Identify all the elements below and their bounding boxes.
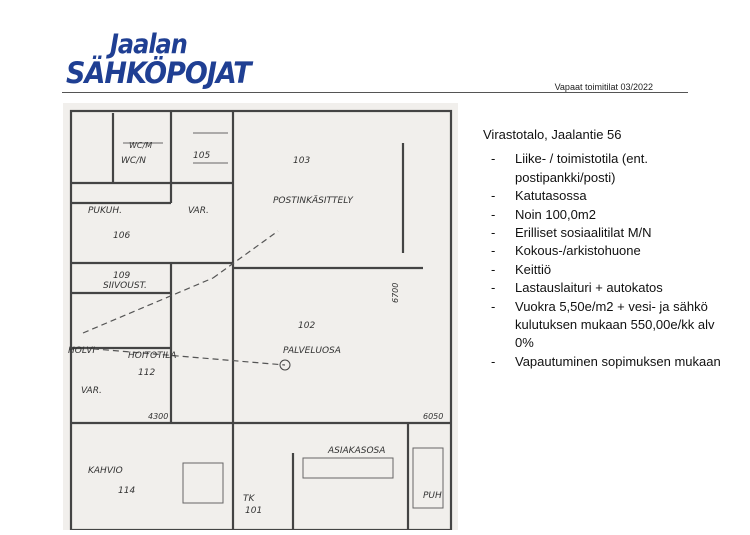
- room-label: PUH: [423, 491, 442, 501]
- list-item: Liike- / toimistotila (ent. postipankki/…: [483, 150, 733, 187]
- room-label: WC/M: [129, 141, 152, 150]
- list-item: Keittiö: [483, 261, 733, 280]
- header-text: Vapaat toimitilat 03/2022: [554, 82, 653, 92]
- dimension-label: 4300: [148, 412, 168, 421]
- room-label: TK: [243, 494, 255, 504]
- room-label: 102: [298, 321, 315, 331]
- logo-line2: SÄHKÖPOJAT: [66, 56, 252, 91]
- room-label: 112: [138, 368, 155, 378]
- room-label: 106: [113, 231, 130, 241]
- room-label: 101: [245, 506, 262, 516]
- room-label: 109: [113, 271, 130, 281]
- room-label: 105: [193, 151, 210, 161]
- list-item: Katutasossa: [483, 187, 733, 206]
- room-label: SIIVOUST.: [103, 281, 147, 291]
- feature-list: Liike- / toimistotila (ent. postipankki/…: [483, 150, 733, 371]
- list-item: Vuokra 5,50e/m2 + vesi- ja sähkö kulutuk…: [483, 298, 733, 353]
- dimension-label: 6700: [391, 283, 400, 303]
- dimension-label: 6050: [423, 412, 443, 421]
- list-item: Noin 100,0m2: [483, 206, 733, 225]
- room-label: PALVELUOSA: [283, 346, 341, 356]
- company-logo: Jaalan SÄHKÖPOJAT: [66, 28, 252, 91]
- list-item: Vapautuminen sopimuksen mukaan: [483, 353, 733, 372]
- room-label: WC/N: [121, 156, 146, 166]
- floor-plan-image: WC/N WC/M 105 103 POSTINKÄSITTELY PUKUH.…: [63, 103, 458, 532]
- room-label: HOITOTILA: [128, 351, 176, 361]
- list-item: Kokous-/arkistohuone: [483, 242, 733, 261]
- logo-line1: Jaalan: [110, 28, 188, 60]
- room-label: PUKUH.: [88, 206, 122, 216]
- property-title: Virastotalo, Jaalantie 56: [483, 127, 622, 142]
- room-label: 103: [293, 156, 310, 166]
- property-info: Virastotalo, Jaalantie 56 Liike- / toimi…: [483, 126, 733, 372]
- room-label: ASIAKASOSA: [327, 446, 385, 456]
- list-item: Erilliset sosiaalitilat M/N: [483, 224, 733, 243]
- room-label: KAHVIO: [88, 466, 123, 476]
- room-label: VAR.: [188, 206, 209, 216]
- header-divider: [62, 92, 688, 93]
- list-item: Lastauslaituri + autokatos: [483, 279, 733, 298]
- room-label: 114: [118, 486, 135, 496]
- room-label: VAR.: [81, 386, 102, 396]
- room-label: HOLVI: [68, 346, 95, 356]
- floor-plan-drawing: WC/N WC/M 105 103 POSTINKÄSITTELY PUKUH.…: [63, 103, 458, 532]
- room-label: POSTINKÄSITTELY: [273, 195, 354, 206]
